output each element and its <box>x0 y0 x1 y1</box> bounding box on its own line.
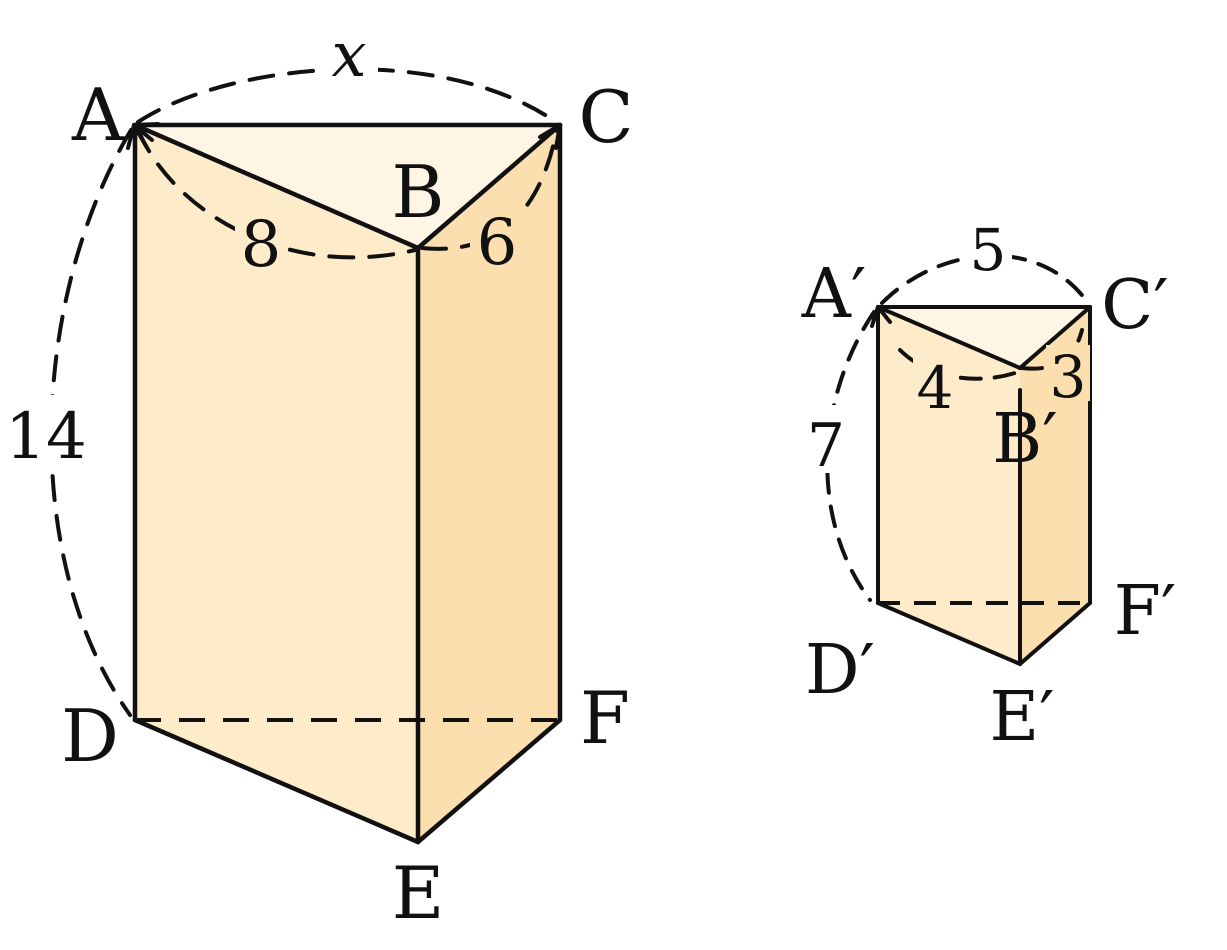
arrowhead-c <box>538 123 562 150</box>
large-top-face <box>135 125 560 248</box>
vertex-label-d-prime: D′ <box>805 631 875 710</box>
large-side-face <box>418 125 560 842</box>
arrowhead-a-prime <box>870 305 892 328</box>
vertex-label-a: A <box>71 73 125 157</box>
large-label-ad: 14 <box>5 400 86 474</box>
vertex-label-e-prime: E′ <box>989 678 1054 757</box>
vertex-label-f-prime: F′ <box>1114 572 1177 651</box>
vertex-label-a-prime: A′ <box>801 255 867 334</box>
large-front-face <box>135 125 418 842</box>
large-label-bc: 6 <box>477 206 518 280</box>
small-label-bc: 3 <box>1050 343 1087 411</box>
small-arc-ab <box>898 348 1020 381</box>
small-label-ab: 4 <box>917 354 954 422</box>
large-prism: x 8 6 14 A B C D E F <box>0 18 634 935</box>
large-label-ab: 8 <box>241 208 282 282</box>
small-label-ac: 5 <box>970 216 1007 284</box>
vertex-label-c: C <box>578 75 633 159</box>
vertex-label-c-prime: C′ <box>1101 266 1168 345</box>
vertex-label-b: B <box>392 150 445 234</box>
large-arrowheads <box>126 122 562 150</box>
small-arrowheads <box>870 305 892 328</box>
vertex-label-e: E <box>392 851 445 935</box>
small-prism: 5 4 3 7 A′ B′ C′ D′ E′ F′ <box>798 216 1176 757</box>
large-arc-ad <box>49 128 133 717</box>
vertex-label-f: F <box>580 676 630 760</box>
small-label-ad: 7 <box>807 411 845 481</box>
vertex-label-b-prime: B′ <box>992 400 1057 479</box>
large-visible-edges <box>132 122 563 845</box>
arrowhead-a-down <box>126 123 148 150</box>
vertex-label-d: D <box>61 694 119 778</box>
large-label-ac: x <box>332 18 367 91</box>
